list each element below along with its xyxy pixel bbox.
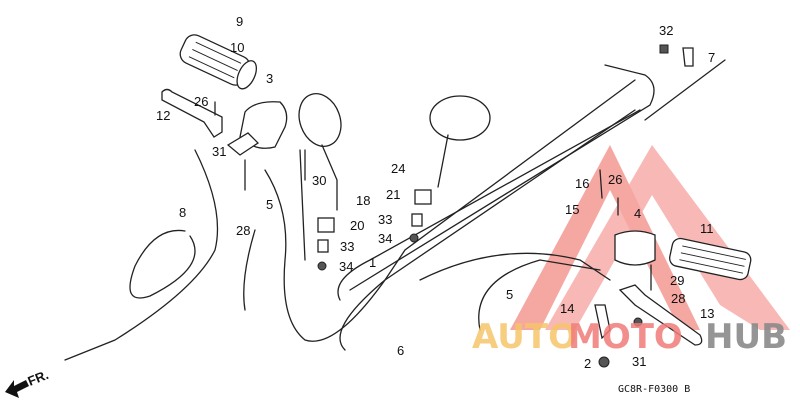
callout-2: 2 <box>584 356 591 371</box>
callout-34b: 34 <box>378 231 392 246</box>
callout-labels: 9 10 3 26 12 31 30 18 5 8 28 20 33 34 24… <box>156 14 715 371</box>
callout-13: 13 <box>700 306 714 321</box>
callout-8: 8 <box>179 205 186 220</box>
callout-15: 15 <box>565 202 579 217</box>
clutch-lever <box>161 88 223 138</box>
watermark-moto: MOTO <box>568 317 683 357</box>
callout-31b: 31 <box>632 354 646 369</box>
callout-31: 31 <box>212 144 226 159</box>
callout-33: 33 <box>340 239 354 254</box>
callout-28b: 28 <box>671 291 685 306</box>
callout-11: 11 <box>700 221 714 236</box>
callout-33b: 33 <box>378 212 392 227</box>
watermark-text: AUTO MOTO HUB <box>472 317 787 357</box>
watermark-hub: HUB <box>705 317 787 357</box>
right-grip <box>669 237 752 281</box>
direction-label: FR. <box>26 367 51 389</box>
callout-9: 9 <box>236 14 243 29</box>
callout-30: 30 <box>312 173 326 188</box>
callout-32: 32 <box>659 23 673 38</box>
brake-lever <box>618 284 703 346</box>
callout-7: 7 <box>708 50 715 65</box>
callout-26: 26 <box>194 94 208 109</box>
cables <box>64 59 726 361</box>
callout-18: 18 <box>356 193 370 208</box>
callout-5b: 5 <box>506 287 513 302</box>
callout-28: 28 <box>236 223 250 238</box>
callout-34: 34 <box>339 259 353 274</box>
diagram-code: GC8R-F0300 B <box>618 384 690 395</box>
bracket <box>594 304 611 340</box>
left-switch-housing <box>226 101 288 156</box>
callout-14: 14 <box>560 301 574 316</box>
callout-29: 29 <box>670 273 684 288</box>
left-grip <box>179 34 258 90</box>
callout-12: 12 <box>156 108 170 123</box>
callout-21: 21 <box>386 187 400 202</box>
hardware <box>214 44 694 368</box>
left-mirror <box>298 93 342 211</box>
right-switch-housing <box>614 230 656 266</box>
callout-26b: 26 <box>608 172 622 187</box>
callout-10: 10 <box>230 40 244 55</box>
right-mirror <box>429 95 491 188</box>
callout-24: 24 <box>391 161 405 176</box>
callout-3: 3 <box>266 71 273 86</box>
callout-16: 16 <box>575 176 589 191</box>
front-direction-arrow: FR. <box>5 367 51 398</box>
callout-1: 1 <box>369 255 376 270</box>
callout-5: 5 <box>266 197 273 212</box>
callout-6: 6 <box>397 343 404 358</box>
watermark-auto: AUTO <box>472 317 577 357</box>
callout-20: 20 <box>350 218 364 233</box>
callout-4: 4 <box>634 206 641 221</box>
watermark-logo <box>510 145 790 330</box>
